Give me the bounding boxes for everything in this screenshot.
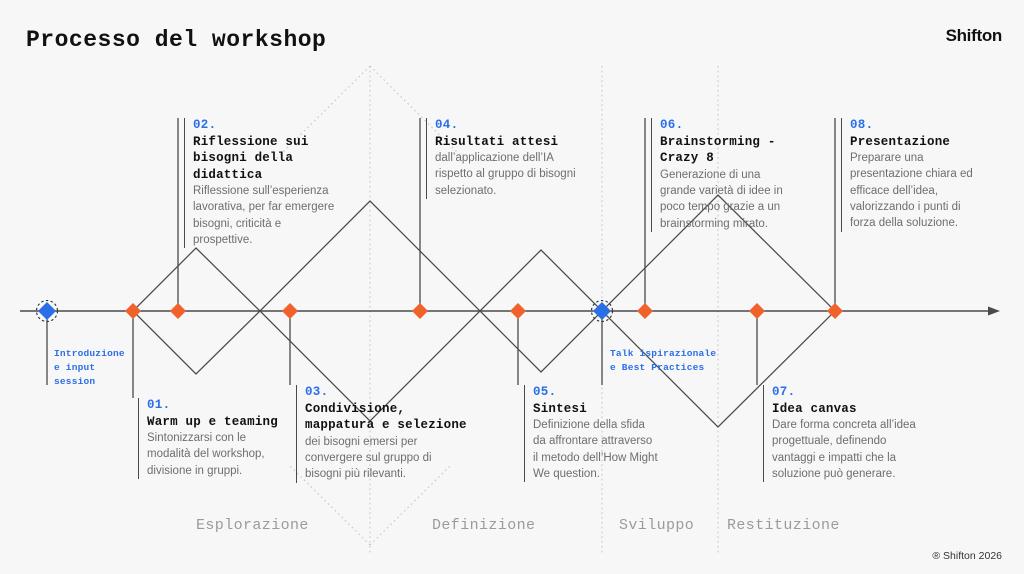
marker-04 xyxy=(412,303,428,319)
step-card-04[interactable]: 04. Risultati attesi dall’applicazione d… xyxy=(426,118,606,200)
zigzag-lower-3 xyxy=(479,310,603,373)
marker-03 xyxy=(282,303,298,319)
marker-01 xyxy=(125,303,141,319)
step-desc-06: Generazione di una grande varietà di ide… xyxy=(660,168,783,230)
step-number-05: 05. xyxy=(533,385,557,399)
page-title: Processo del workshop xyxy=(26,27,327,53)
phase-label-esplorazione: Esplorazione xyxy=(196,517,309,534)
step-title-03: Condivisione, mappatura e selezione xyxy=(305,401,467,433)
step-number-02: 02. xyxy=(193,118,217,132)
step-card-05[interactable]: 05. Sintesi Definizione della sfida da a… xyxy=(524,385,684,483)
milestone-halo-2 xyxy=(590,299,614,323)
step-card-06[interactable]: 06. Brainstorming - Crazy 8 Generazione … xyxy=(651,118,801,232)
milestone-markers xyxy=(35,299,614,323)
zigzag-upper-1 xyxy=(132,247,261,312)
step-title-06: Brainstorming - Crazy 8 xyxy=(660,134,776,166)
step-number-08: 08. xyxy=(850,118,874,132)
zigzag-upper-4 xyxy=(601,194,836,312)
step-number-04: 04. xyxy=(435,118,459,132)
zigzag-upper-2 xyxy=(259,200,481,312)
milestone-marker-1 xyxy=(38,302,56,320)
marker-05 xyxy=(510,303,526,319)
zigzag-wave xyxy=(132,194,836,428)
step-title-07: Idea canvas xyxy=(772,401,857,416)
step-title-08: Presentazione xyxy=(850,134,951,149)
phase-wedge-right xyxy=(369,65,466,161)
step-title-05: Sintesi xyxy=(533,401,587,416)
copyright-notice: ® Shifton 2026 xyxy=(932,550,1002,562)
marker-02 xyxy=(170,303,186,319)
step-desc-07: Dare forma concreta all’idea progettuale… xyxy=(772,419,916,481)
marker-08 xyxy=(827,303,843,319)
phase-separators xyxy=(274,65,719,555)
step-desc-04: dall’applicazione dell’IA rispetto al gr… xyxy=(435,152,576,197)
brand-logo: Shifton xyxy=(945,26,1003,45)
card-connectors xyxy=(46,118,836,398)
step-desc-03: dei bisogni emersi per convergere sul gr… xyxy=(305,435,432,481)
step-title-01: Warm up e teaming xyxy=(147,414,278,429)
step-card-07[interactable]: 07. Idea canvas Dare forma concreta all’… xyxy=(763,385,928,483)
marker-07 xyxy=(749,303,765,319)
timeline-arrowhead xyxy=(988,306,1000,316)
step-card-01[interactable]: 01. Warm up e teaming Sintonizzarsi con … xyxy=(138,398,288,480)
phase-wedge-left xyxy=(274,65,371,161)
milestone-marker-2 xyxy=(593,302,611,320)
zigzag-lower-2 xyxy=(259,310,481,422)
phase-label-definizione: Definizione xyxy=(432,517,536,534)
milestone-halo-1 xyxy=(35,299,59,323)
phase-label-restituzione: Restituzione xyxy=(727,517,840,534)
step-desc-01: Sintonizzarsi con le modalità del worksh… xyxy=(147,432,265,477)
zigzag-lower-1 xyxy=(132,310,261,375)
step-card-02[interactable]: 02. Riflessione sui bisogni della didatt… xyxy=(184,118,354,249)
step-title-04: Risultati attesi xyxy=(435,134,559,149)
step-markers xyxy=(125,303,843,319)
step-number-01: 01. xyxy=(147,398,171,412)
milestone-label-talk: Talk ispirazionale e Best Practices xyxy=(610,348,717,373)
step-desc-08: Preparare una presentazione chiara ed ef… xyxy=(850,152,973,230)
step-title-02: Riflessione sui bisogni della didattica xyxy=(193,134,309,182)
step-desc-02: Riflessione sull’esperienza lavorativa, … xyxy=(193,185,335,247)
step-number-03: 03. xyxy=(305,385,329,399)
zigzag-upper-3 xyxy=(479,249,603,312)
phase-label-sviluppo: Sviluppo xyxy=(619,517,695,534)
step-card-08[interactable]: 08. Presentazione Preparare una presenta… xyxy=(841,118,996,232)
milestone-label-introduzione: Introduzione e input session xyxy=(54,348,125,387)
step-card-03[interactable]: 03. Condivisione, mappatura e selezione … xyxy=(296,385,471,483)
zigzag-lower-4 xyxy=(601,310,836,428)
step-number-07: 07. xyxy=(772,385,796,399)
step-number-06: 06. xyxy=(660,118,684,132)
step-desc-05: Definizione della sfida da affrontare at… xyxy=(533,419,658,481)
marker-06 xyxy=(637,303,653,319)
